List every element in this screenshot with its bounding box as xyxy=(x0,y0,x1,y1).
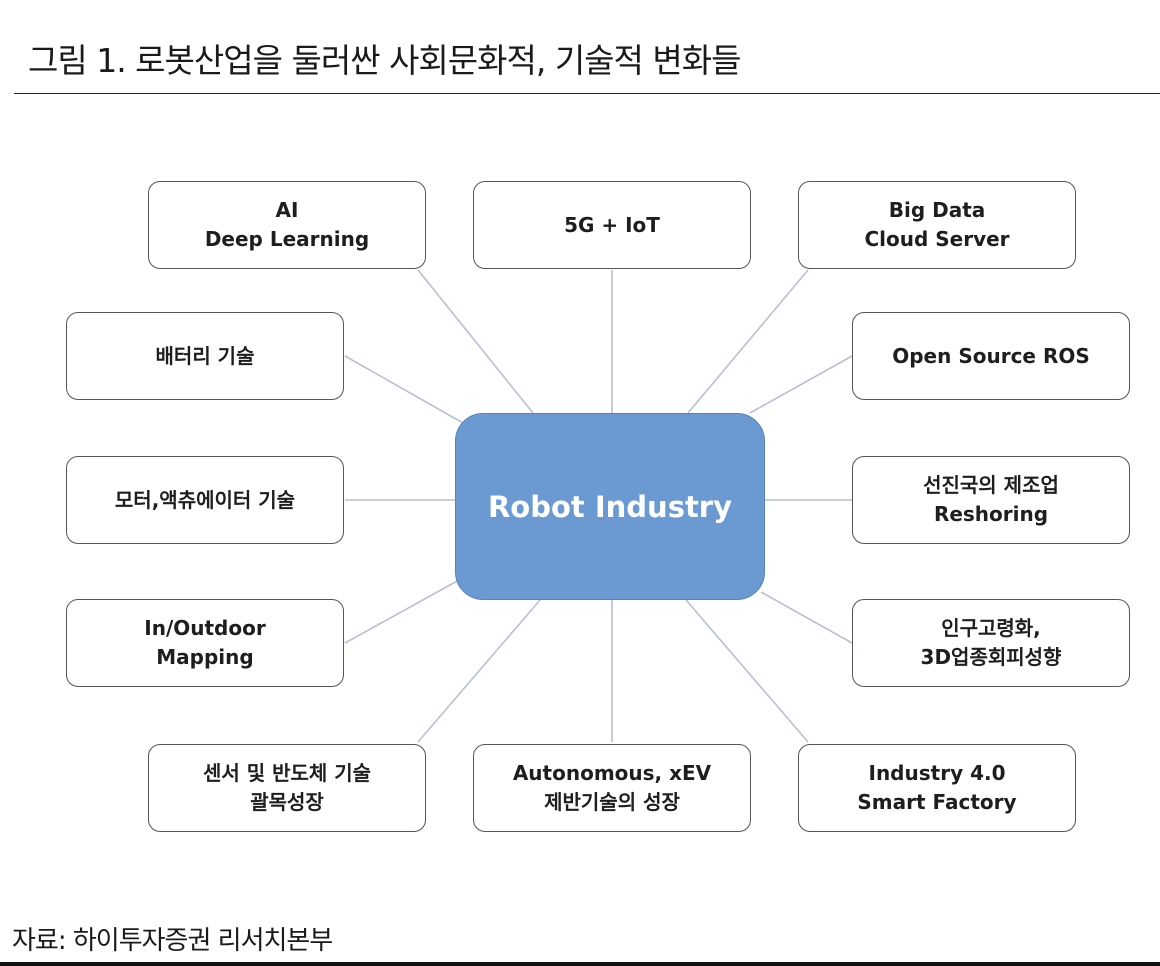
node-reshoring-line-1: 선진국의 제조업 xyxy=(923,473,1059,497)
node-mapping-line-2: Mapping xyxy=(156,645,254,669)
node-5g-line-1: 5G + IoT xyxy=(564,212,660,237)
connector-ai xyxy=(417,269,534,414)
node-big-data: Big Data Cloud Server xyxy=(798,181,1076,269)
node-industry-4-0: Industry 4.0 Smart Factory xyxy=(798,744,1076,832)
node-mapping-line-1: In/Outdoor xyxy=(144,616,266,640)
node-aging-line-1: 인구고령화, xyxy=(941,616,1041,640)
node-bigdata-line-1: Big Data xyxy=(888,198,986,222)
node-ros-line-1: Open Source ROS xyxy=(892,343,1090,368)
node-aging-line-2: 3D업종회피성향 xyxy=(920,645,1062,669)
node-open-source-ros: Open Source ROS xyxy=(852,312,1130,400)
node-battery: 배터리 기술 xyxy=(66,312,344,400)
connector-industry40 xyxy=(685,599,809,743)
node-ai-line-2: Deep Learning xyxy=(204,227,370,251)
node-sensor-line-1: 센서 및 반도체 기술 xyxy=(202,761,372,785)
node-motor-actuator: 모터,액츄에이터 기술 xyxy=(66,456,344,544)
connector-mapping xyxy=(344,579,460,644)
node-battery-line-1: 배터리 기술 xyxy=(155,343,255,368)
node-autonomous-line-2: 제반기술의 성장 xyxy=(544,790,680,814)
node-5g-iot: 5G + IoT xyxy=(473,181,751,269)
connector-ros xyxy=(749,355,853,414)
node-ai-line-1: AI xyxy=(275,198,299,222)
node-industry40-line-1: Industry 4.0 xyxy=(868,761,1006,785)
source-note: 자료: 하이투자증권 리서치본부 xyxy=(12,926,333,956)
node-aging: 인구고령화, 3D업종회피성향 xyxy=(852,599,1130,687)
connector-battery xyxy=(344,355,471,428)
bottom-divider xyxy=(0,962,1160,966)
node-bigdata-line-2: Cloud Server xyxy=(864,227,1010,251)
figure-title: 그림 1. 로봇산업을 둘러싼 사회문화적, 기술적 변화들 xyxy=(28,41,741,80)
node-industry40-line-2: Smart Factory xyxy=(857,790,1017,814)
title-divider xyxy=(14,93,1160,94)
node-mapping: In/Outdoor Mapping xyxy=(66,599,344,687)
node-autonomous-xev: Autonomous, xEV 제반기술의 성장 xyxy=(473,744,751,832)
connector-aging xyxy=(760,591,853,644)
node-sensor-line-2: 괄목성장 xyxy=(250,790,324,814)
connector-bigdata xyxy=(687,269,809,414)
node-sensor-semiconductor: 센서 및 반도체 기술 괄목성장 xyxy=(148,744,426,832)
node-autonomous-line-1: Autonomous, xEV xyxy=(512,761,712,785)
node-ai-deep-learning: AI Deep Learning xyxy=(148,181,426,269)
connector-sensor xyxy=(417,599,541,743)
node-reshoring: 선진국의 제조업 Reshoring xyxy=(852,456,1130,544)
node-motor-line-1: 모터,액츄에이터 기술 xyxy=(114,487,296,512)
center-node-robot-industry: Robot Industry xyxy=(455,413,765,600)
node-reshoring-line-2: Reshoring xyxy=(933,502,1049,526)
